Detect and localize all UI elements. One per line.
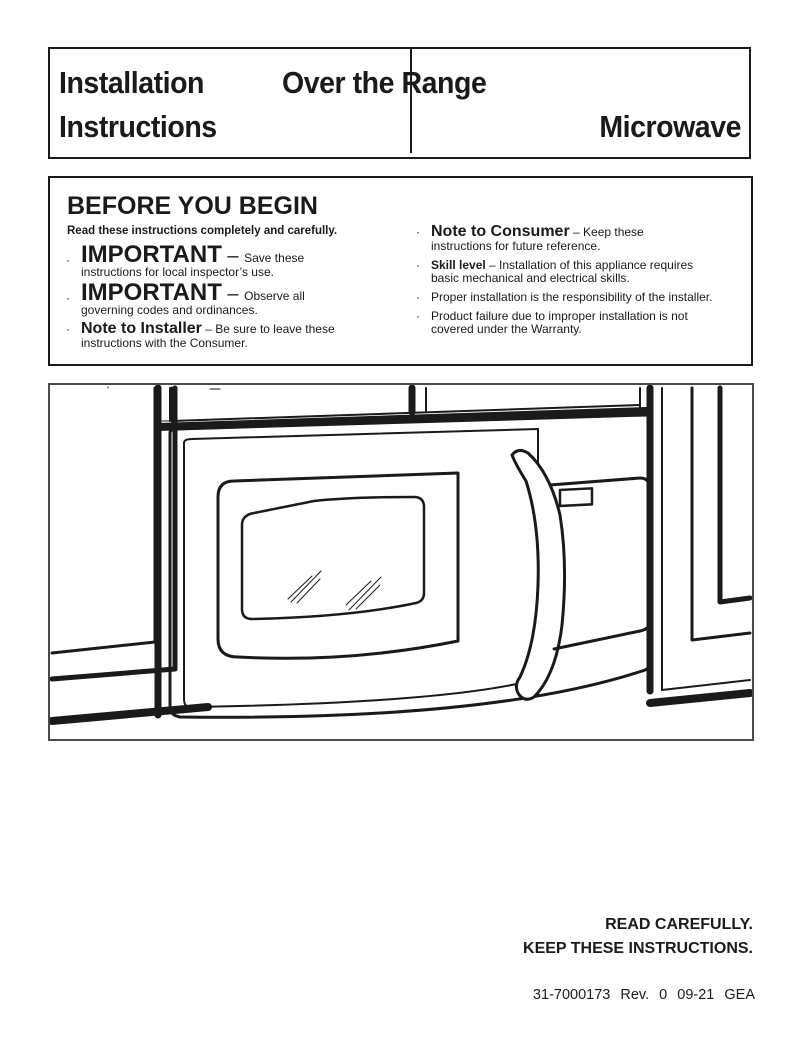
footer-read-carefully: READ CAREFULLY. KEEP THESE INSTRUCTIONS. bbox=[523, 913, 753, 961]
footer-line1: READ CAREFULLY. bbox=[605, 916, 753, 933]
item-dash: – bbox=[221, 283, 245, 305]
title-instructions: Instructions bbox=[59, 109, 217, 144]
item-dash: – bbox=[485, 258, 500, 272]
item-lead: IMPORTANT bbox=[81, 279, 222, 306]
bullet: · bbox=[416, 309, 420, 323]
doc-maker: GEA bbox=[724, 987, 755, 1003]
item-lead: Skill level bbox=[431, 258, 486, 272]
item-text: Keep these bbox=[583, 225, 644, 239]
title-microwave: Microwave bbox=[599, 109, 741, 144]
item-text-rest: covered under the Warranty. bbox=[431, 322, 582, 336]
section-title: BEFORE YOU BEGIN bbox=[67, 192, 318, 220]
item-lead: Note to Installer bbox=[81, 320, 202, 337]
microwave-drawing-icon bbox=[50, 385, 752, 725]
item-text: Installation of this appliance requires bbox=[499, 258, 694, 272]
section-subtitle: Read these instructions completely and c… bbox=[67, 225, 338, 237]
title-over-the-range: Over the Range bbox=[282, 65, 487, 100]
microwave-illustration bbox=[48, 383, 754, 741]
bullet: · bbox=[416, 225, 420, 239]
doc-date: 09-21 bbox=[677, 987, 715, 1003]
doc-revision: Rev. 0 bbox=[620, 987, 668, 1003]
list-item-skill-level: · Skill level – Installation of this app… bbox=[414, 259, 754, 285]
list-item-important-2: · IMPORTANT – Observe all governing code… bbox=[64, 279, 394, 317]
bullet: · bbox=[416, 290, 420, 304]
item-text: Save these bbox=[244, 251, 305, 265]
item-text-rest: instructions with the Consumer. bbox=[81, 336, 248, 350]
list-item-proper-installation: · Proper installation is the responsibil… bbox=[414, 291, 754, 304]
list-item-product-failure: · Product failure due to improper instal… bbox=[414, 310, 754, 336]
left-column: · IMPORTANT – Save these instructions fo… bbox=[64, 241, 394, 350]
title-divider bbox=[410, 49, 412, 153]
title-installation: Installation bbox=[59, 65, 205, 100]
item-lead: IMPORTANT bbox=[81, 241, 222, 268]
bullet: · bbox=[416, 258, 420, 272]
list-item-important-1: · IMPORTANT – Save these instructions fo… bbox=[64, 241, 394, 279]
doc-number: 31-7000173 bbox=[532, 987, 611, 1003]
list-item-note-to-installer: · Note to Installer – Be sure to leave t… bbox=[64, 320, 394, 350]
item-text-rest: instructions for future reference. bbox=[431, 239, 601, 253]
bullet: · bbox=[66, 253, 70, 267]
item-lead: Note to Consumer bbox=[431, 223, 570, 240]
item-text: Observe all bbox=[244, 289, 305, 303]
list-item-note-to-consumer: · Note to Consumer – Keep these instruct… bbox=[414, 223, 754, 253]
item-text: Be sure to leave these bbox=[215, 322, 335, 336]
item-text-rest: basic mechanical and electrical skills. bbox=[431, 271, 630, 285]
title-box: Installation Instructions Over the Range… bbox=[48, 47, 751, 159]
item-dash: – bbox=[221, 245, 245, 267]
item-text-rest: governing codes and ordinances. bbox=[81, 303, 258, 317]
item-text: Product failure due to improper installa… bbox=[431, 309, 688, 323]
right-column: · Note to Consumer – Keep these instruct… bbox=[414, 223, 754, 336]
item-text: Proper installation is the responsibilit… bbox=[431, 290, 713, 304]
item-dash: – bbox=[569, 225, 584, 239]
item-text-rest: instructions for local inspector’s use. bbox=[81, 265, 274, 279]
footer-line2: KEEP THESE INSTRUCTIONS. bbox=[523, 940, 753, 957]
bullet: · bbox=[66, 322, 70, 336]
bullet: · bbox=[66, 291, 70, 305]
item-dash: – bbox=[201, 322, 216, 336]
before-you-begin-box: BEFORE YOU BEGIN Read these instructions… bbox=[48, 176, 753, 366]
footer-doc-code: 31-7000173 Rev. 0 09-21 GEA bbox=[533, 987, 755, 1003]
